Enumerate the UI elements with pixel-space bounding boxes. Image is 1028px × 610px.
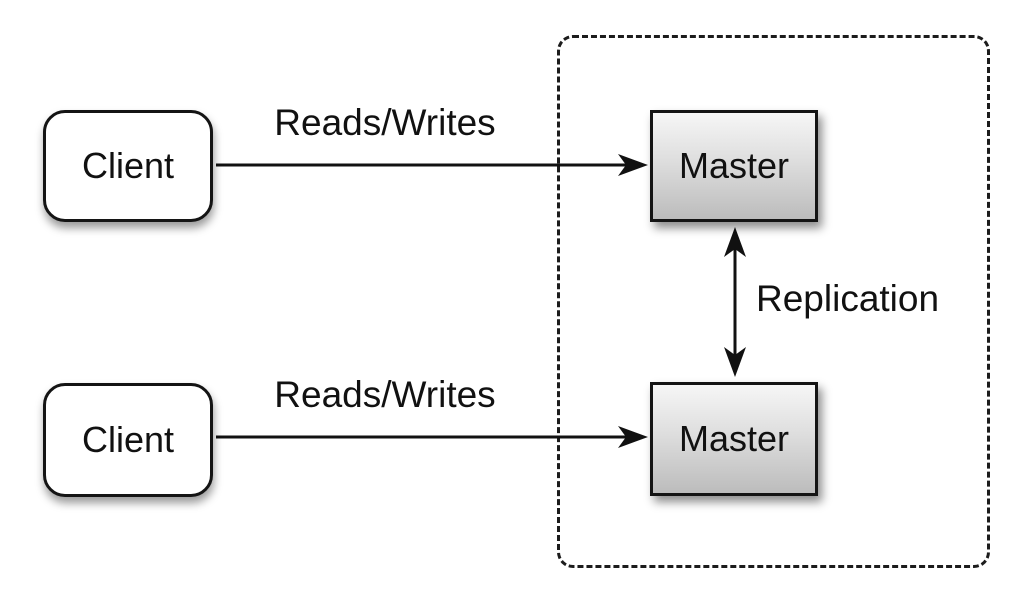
edge-replication-label: Replication [756,278,940,319]
node-client-1-label: Client [81,145,175,186]
node-client-2: Client [43,383,213,497]
node-master-1-label: Master [678,145,790,186]
node-master-2-label: Master [678,418,790,459]
edge-reads-writes-1-label: Reads/Writes [274,102,496,143]
replication-group-outline [557,35,990,568]
node-master-1: Master [650,110,818,222]
edge-reads-writes-2-label: Reads/Writes [274,374,496,415]
node-master-2: Master [650,382,818,496]
node-client-1: Client [43,110,213,222]
node-client-2-label: Client [81,419,175,460]
